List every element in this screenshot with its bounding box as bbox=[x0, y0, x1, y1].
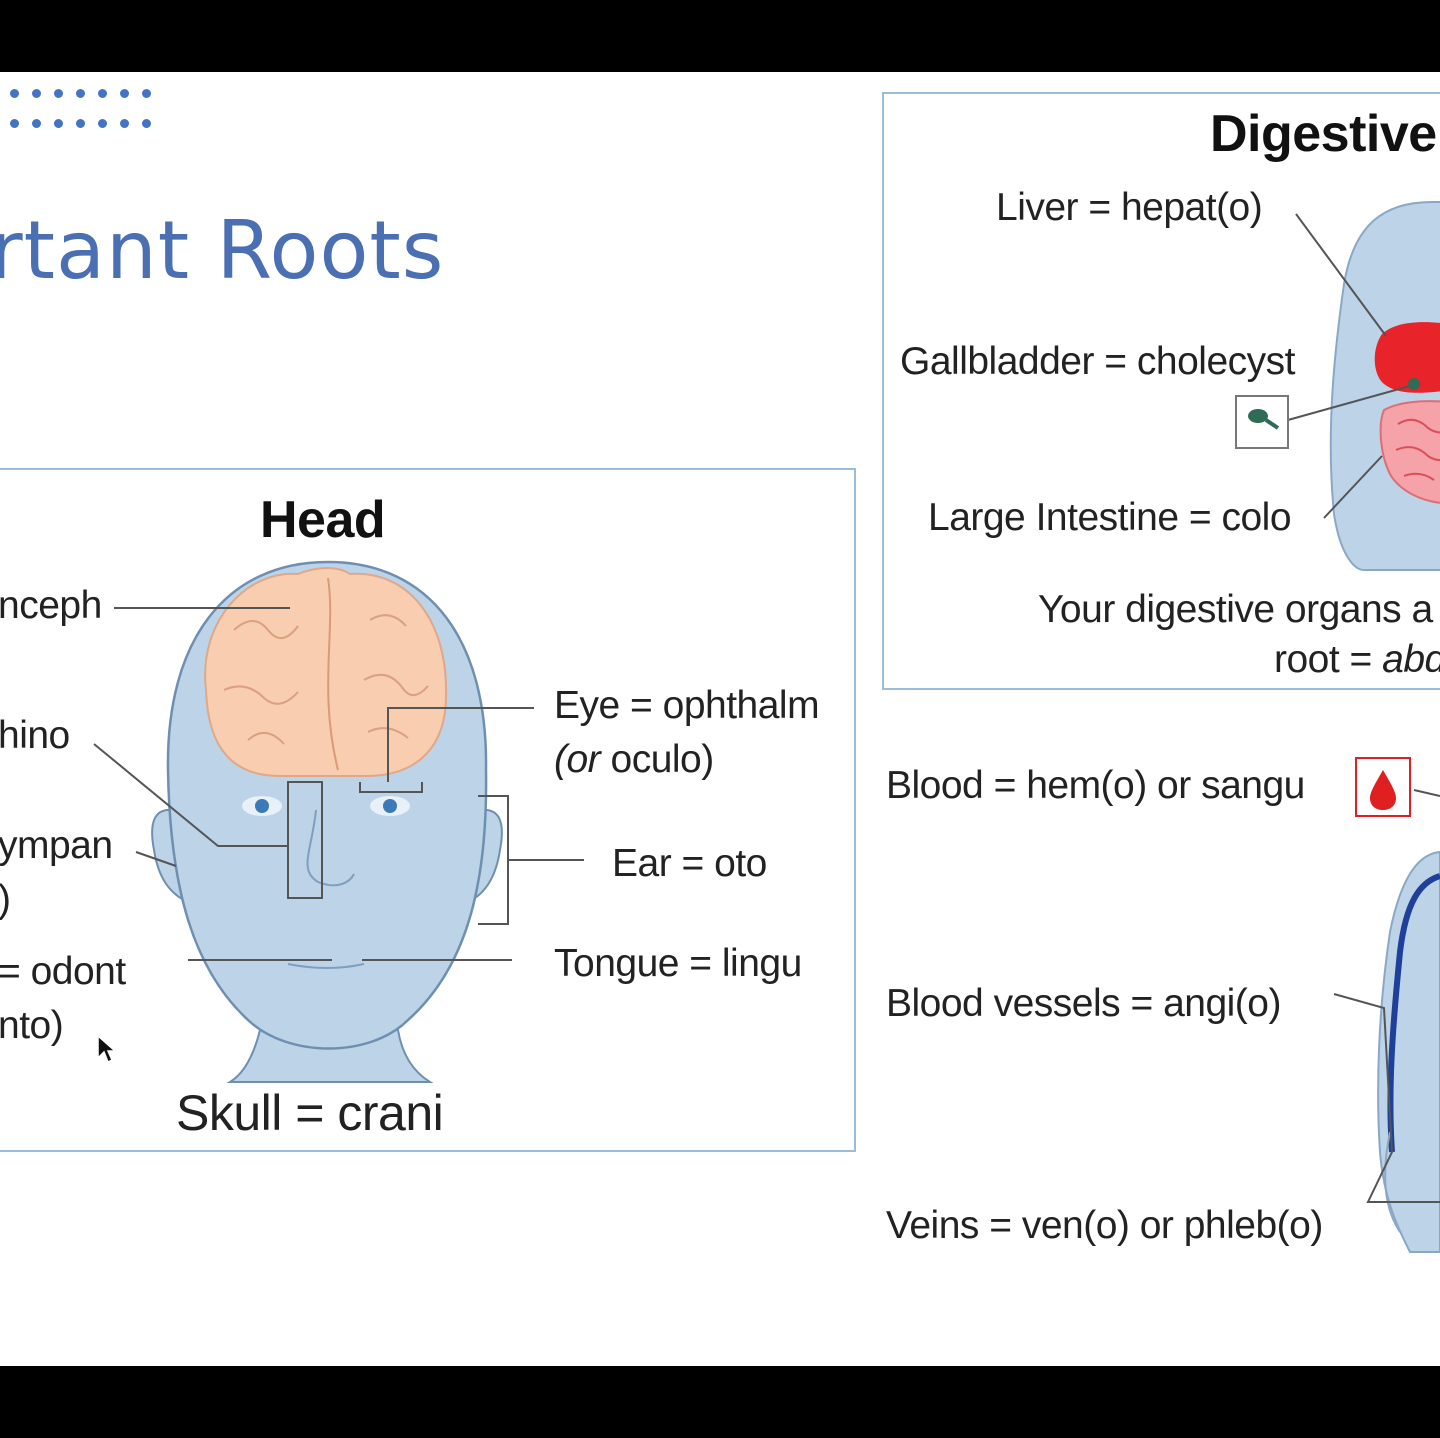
label-organs-abd: abd bbox=[1382, 638, 1440, 681]
label-tympan: ympan bbox=[0, 824, 113, 867]
label-tongue: Tongue = lingu bbox=[554, 942, 802, 985]
digestive-heading: Digestive bbox=[1210, 105, 1437, 163]
label-eye-alt-italic: (or bbox=[554, 738, 601, 781]
label-organs-line2: root = abd bbox=[1274, 638, 1440, 682]
label-large-intestine: Large Intestine = colo bbox=[928, 496, 1292, 539]
head-illustration bbox=[93, 560, 584, 1083]
label-eye: Eye = ophthalm bbox=[554, 684, 820, 727]
gallbladder-icon bbox=[1248, 409, 1280, 430]
label-tympan-paren: ) bbox=[0, 878, 11, 922]
mouse-cursor-icon bbox=[97, 1034, 116, 1064]
label-odont: = odont bbox=[0, 950, 126, 993]
label-odont-paren: nto) bbox=[0, 1004, 64, 1047]
head-panel: Head nceph hino ympan ) = odont nto) Eye… bbox=[0, 468, 856, 1152]
blood-illustration bbox=[1333, 757, 1440, 1253]
label-enceph: nceph bbox=[0, 584, 102, 627]
label-blood: Blood = hem(o) or sangu bbox=[886, 764, 1305, 807]
slide-title: portant Roots bbox=[0, 204, 445, 297]
label-eye-alt: (or oculo) bbox=[554, 738, 714, 782]
slide: portant Roots bbox=[0, 72, 1440, 1366]
label-eye-alt-rest: oculo) bbox=[610, 738, 715, 781]
label-skull: Skull = crani bbox=[176, 1085, 444, 1141]
digestive-illustration bbox=[1235, 201, 1440, 571]
label-veins: Veins = ven(o) or phleb(o) bbox=[886, 1204, 1323, 1247]
head-heading: Head bbox=[260, 491, 386, 549]
label-ear: Ear = oto bbox=[612, 842, 767, 885]
label-gallbladder: Gallbladder = cholecyst bbox=[900, 340, 1295, 383]
label-organs-root: root = bbox=[1274, 638, 1372, 681]
label-blood-vessels: Blood vessels = angi(o) bbox=[886, 982, 1281, 1025]
label-organs-line1: Your digestive organs a bbox=[1038, 588, 1433, 631]
blood-drop-icon bbox=[1370, 770, 1396, 810]
label-rhino: hino bbox=[0, 714, 70, 757]
label-liver: Liver = hepat(o) bbox=[996, 186, 1263, 229]
digestive-panel: Digestive Liver = hepat(o) Gallbladder =… bbox=[882, 92, 1440, 690]
